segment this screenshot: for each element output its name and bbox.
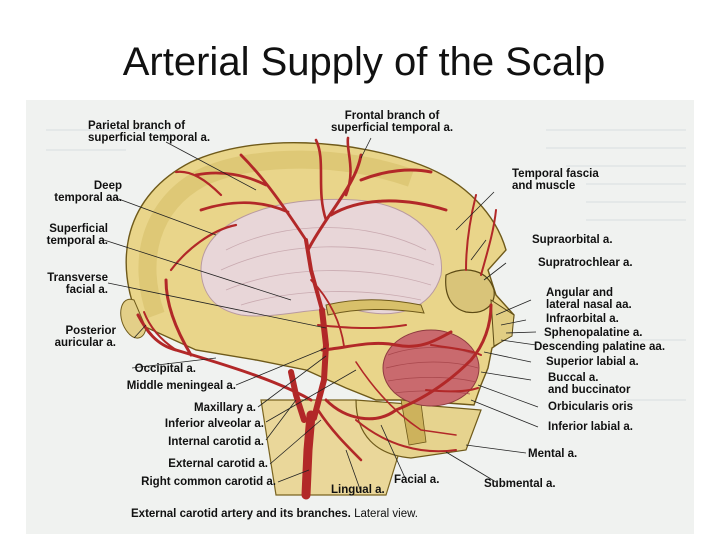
temporal-muscle [200, 198, 443, 317]
label-superficial-temporal: Superficial temporal a. [46, 223, 108, 247]
label-posterior-auricular: Posterior auricular a. [54, 325, 116, 349]
label-transverse-facial: Transverse facial a. [47, 272, 108, 296]
orbit [445, 269, 495, 314]
label-facial: Facial a. [394, 474, 440, 486]
label-angular-lateral-nasal: Angular and lateral nasal aa. [546, 287, 632, 311]
figure-caption: External carotid artery and its branches… [131, 508, 418, 520]
label-supraorbital: Supraorbital a. [532, 234, 613, 246]
label-external-carotid: External carotid a. [168, 458, 268, 470]
label-buccal: Buccal a. and buccinator [548, 372, 631, 396]
anatomy-figure: Parietal branch of superficial temporal … [26, 100, 694, 534]
internal-carotid-artery [288, 369, 307, 423]
label-inferior-alveolar: Inferior alveolar a. [164, 418, 264, 430]
skull-illustration [26, 100, 694, 534]
label-maxillary: Maxillary a. [193, 402, 256, 414]
label-middle-meningeal: Middle meningeal a. [126, 380, 236, 392]
label-superior-labial: Superior labial a. [546, 356, 639, 368]
label-frontal-branch: Frontal branch of superficial temporal a… [331, 110, 454, 134]
label-sphenopalatine: Sphenopalatine a. [544, 327, 643, 339]
ear-region [120, 298, 147, 339]
label-temporal-fascia: Temporal fascia and muscle [512, 168, 599, 192]
label-deep-temporal: Deep temporal aa. [54, 180, 122, 204]
common-carotid-artery [301, 410, 316, 500]
label-internal-carotid: Internal carotid a. [168, 436, 264, 448]
label-inferior-labial: Inferior labial a. [548, 421, 633, 433]
label-infraorbital: Infraorbital a. [546, 313, 619, 325]
caption-tail: Lateral view. [354, 508, 418, 520]
label-submental: Submental a. [484, 478, 556, 490]
label-occipital: Occipital a. [134, 363, 196, 375]
label-descending-palatine: Descending palatine aa. [534, 341, 666, 353]
label-orbicularis-oris: Orbicularis oris [548, 401, 634, 413]
muscle-fibers [220, 227, 435, 306]
leader-lines [103, 137, 539, 493]
label-lingual: Lingual a. [331, 484, 385, 496]
label-mental: Mental a. [528, 448, 578, 460]
label-supratrochlear: Supratrochlear a. [538, 257, 633, 269]
caption-bold: External carotid artery and its branches… [131, 508, 351, 520]
slide-title: Arterial Supply of the Scalp [122, 40, 606, 84]
label-parietal-branch: Parietal branch of superficial temporal … [88, 120, 211, 144]
background-bleed [46, 129, 686, 401]
label-right-common-carotid: Right common carotid a. [141, 476, 276, 488]
